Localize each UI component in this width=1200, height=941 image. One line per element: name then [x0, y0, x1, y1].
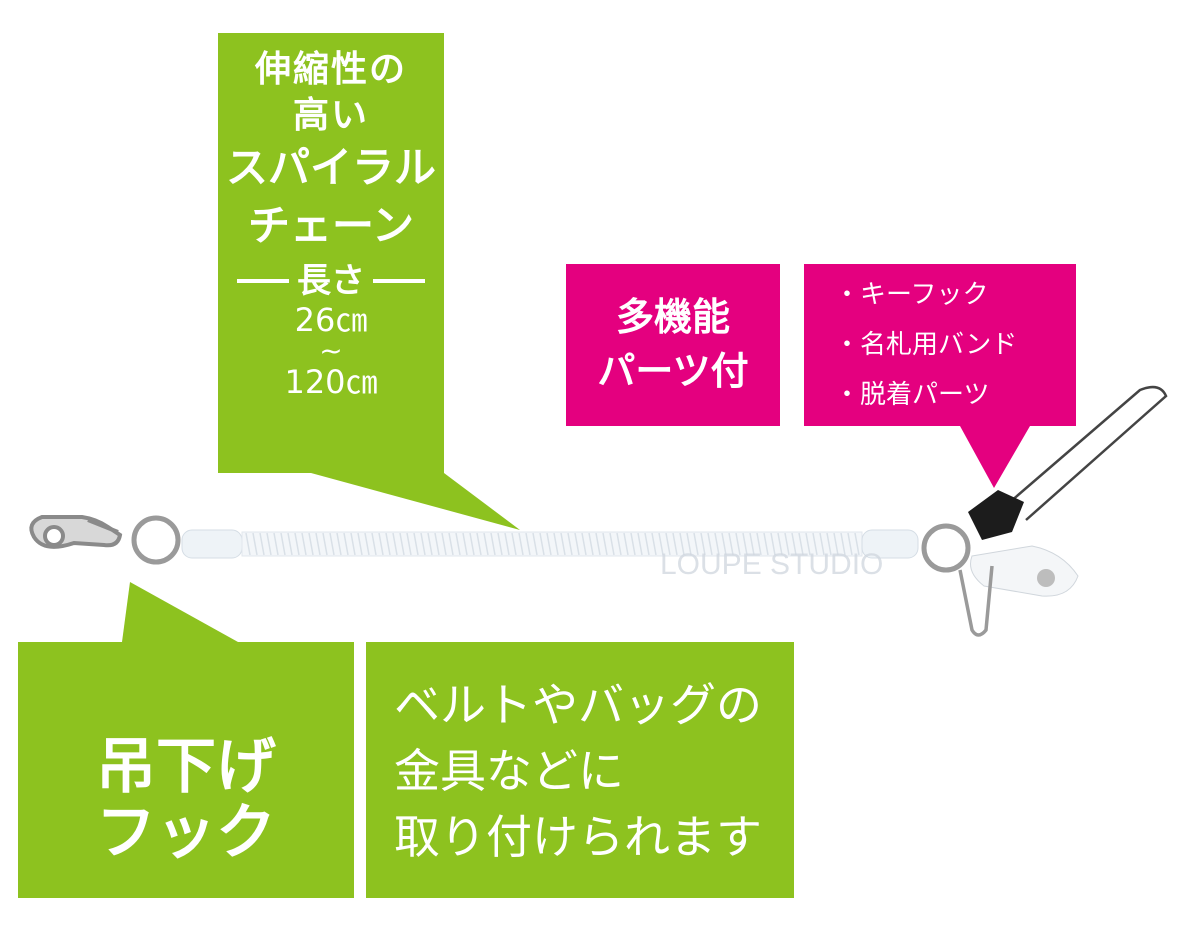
hook-callout-tail — [122, 582, 238, 642]
length-max: 120㎝ — [284, 363, 378, 401]
hook-label-line1: 吊下げ — [96, 732, 276, 802]
parts-item-name-tag-band: ・名札用バンド — [834, 330, 1018, 360]
left-ring — [131, 515, 181, 565]
spiral-label-line2: 高い — [292, 95, 369, 136]
parts-item-key-hook: ・キーフック — [834, 280, 989, 310]
parts-callout-tail — [960, 426, 1030, 488]
spiral-label-line4: チェーン — [248, 201, 414, 250]
multi-label-line1: 多機能 — [615, 295, 730, 339]
multi-label-line2: パーツ付 — [597, 349, 749, 393]
snap-hook — [29, 515, 123, 549]
length-heading-row: 長さ — [218, 261, 444, 301]
length-min: 26㎝ — [294, 301, 368, 339]
attachment-label-line2: 金具などに — [394, 744, 624, 798]
spiral-label-line1: 伸縮性の — [254, 49, 407, 90]
length-rule-left — [237, 279, 289, 283]
name-tag-hole — [1037, 569, 1055, 587]
hook-label-line2: フック — [96, 798, 276, 868]
length-rule-right — [373, 279, 425, 283]
multi-function-label: 多機能 パーツ付 — [566, 264, 780, 426]
length-separator: ~ — [319, 334, 343, 367]
spiral-callout-tail — [300, 470, 520, 530]
attachment-label: ベルトやバッグの 金具などに 取り付けられます — [366, 642, 794, 898]
attachment-label-line1: ベルトやバッグの — [394, 678, 762, 732]
parts-list: ・キーフック ・名札用バンド ・脱着パーツ — [804, 264, 1076, 426]
name-tag-band — [970, 545, 1079, 597]
buckle — [968, 490, 1024, 540]
hook-label: 吊下げ フック — [18, 642, 354, 898]
parts-item-detachable: ・脱着パーツ — [834, 380, 990, 410]
right-ring — [921, 523, 971, 573]
key-hook — [958, 565, 994, 637]
watermark: LOUPE STUDIO — [660, 548, 883, 581]
strap-cord — [1009, 385, 1168, 521]
spiral-coil-lines — [245, 532, 860, 556]
spiral-chain-label: 伸縮性の 高い スパイラル チェーン 長さ 26㎝ ~ 120㎝ — [218, 33, 444, 473]
length-heading: 長さ — [297, 261, 365, 301]
spiral-label-line3: スパイラル — [225, 143, 436, 192]
attachment-label-line3: 取り付けられます — [394, 810, 762, 864]
